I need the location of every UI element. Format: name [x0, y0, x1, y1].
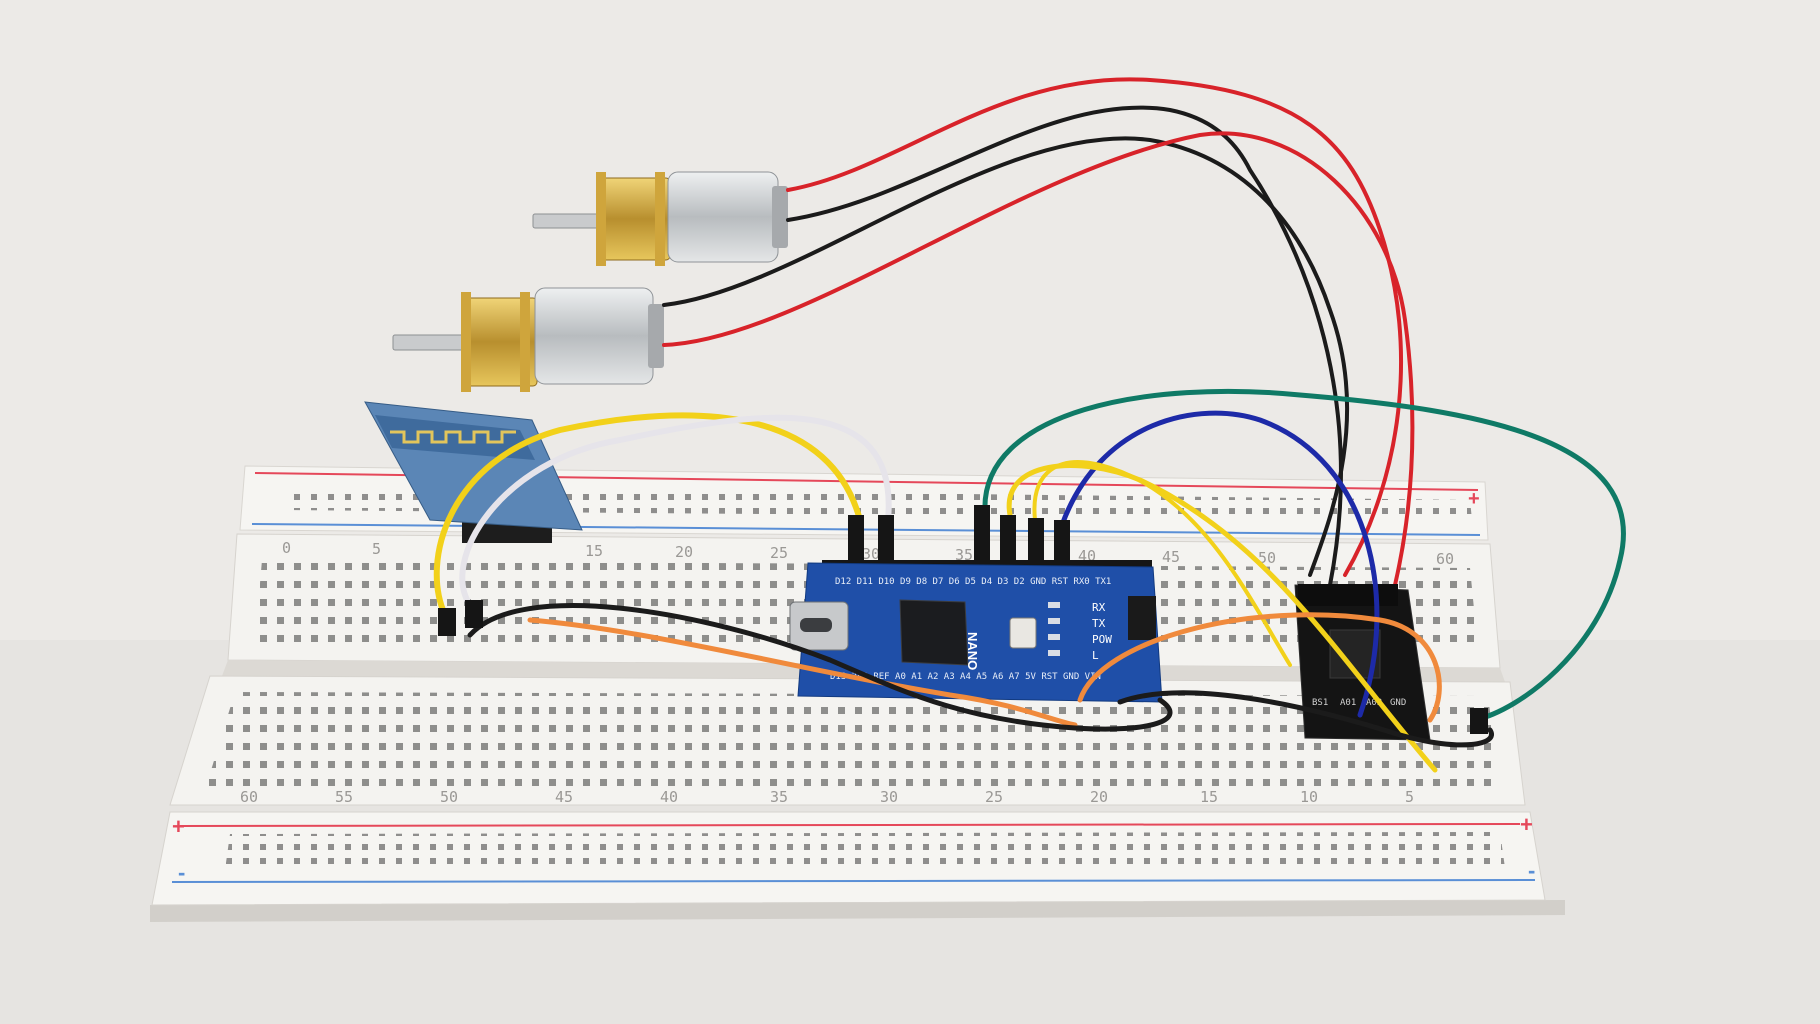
- icsp-header: [1128, 596, 1156, 640]
- red-wire: [662, 131, 1415, 587]
- lower-column-numbers: 60 55 50 45 40 35 30 25 20 15 10 5: [240, 788, 1414, 806]
- driver-pin-label: BS1: [1312, 698, 1328, 708]
- jumper-connector: [848, 515, 864, 560]
- col-num: 15: [1200, 788, 1218, 806]
- yellow-jumper: [1006, 463, 1438, 773]
- col-num: 30: [880, 788, 898, 806]
- upper-column-numbers: 0 5 15 20 25 30 35 40 45 50 60: [282, 539, 1454, 568]
- jumper-connector: [1470, 708, 1488, 734]
- rail-plus-symbol: +: [172, 814, 185, 839]
- col-num: 50: [440, 788, 458, 806]
- led: [1048, 618, 1060, 624]
- motor-can: [534, 287, 654, 385]
- col-num: 35: [770, 788, 788, 806]
- yellow-jumper: [433, 412, 863, 618]
- jumper-wires: [433, 388, 1626, 773]
- atmega-chip: [899, 599, 969, 666]
- blue-jumper: [1059, 410, 1380, 718]
- col-num: 0: [282, 539, 291, 557]
- jumper-connector: [1000, 515, 1016, 560]
- col-num: 10: [1300, 788, 1318, 806]
- reset-button: [1009, 617, 1037, 649]
- gearbox-plate: [520, 292, 530, 392]
- teal-jumper: [982, 388, 1626, 723]
- rail-holes-top: [283, 486, 1472, 520]
- led-label: L: [1092, 649, 1099, 662]
- col-num: 5: [1405, 788, 1414, 806]
- col-num: 30: [862, 545, 880, 563]
- led-label: RX: [1092, 601, 1106, 614]
- rail-minus-symbol: -: [178, 860, 185, 885]
- col-num: 60: [1436, 550, 1454, 568]
- col-num: 20: [1090, 788, 1108, 806]
- rail-line-blue-bottom: [171, 879, 1536, 883]
- motor-driver-module: BS1 A01 A02 GND: [1294, 584, 1431, 741]
- nano-board-name: NANO: [965, 632, 980, 670]
- jumper-connector: [878, 515, 894, 560]
- jumper-connector: [1028, 518, 1044, 560]
- motor-endcap: [648, 304, 664, 368]
- gearbox-plate: [596, 172, 606, 266]
- arduino-nano: D12 D11 D10 D9 D8 D7 D6 D5 D4 D3 D2 GND …: [789, 560, 1163, 703]
- rail-line-blue-top: [251, 523, 1481, 536]
- driver-pin-labels: BS1 A01 A02 GND: [1312, 698, 1406, 708]
- bt-antenna-area: [375, 415, 535, 460]
- bt-antenna-trace: [390, 430, 516, 444]
- col-num: 40: [660, 788, 678, 806]
- breadboard-shadow: [150, 900, 1565, 922]
- driver-pin-label: A02: [1366, 698, 1382, 708]
- status-leds: RX TX POW L: [1048, 601, 1112, 662]
- rail-holes-bottom: [225, 832, 1505, 870]
- black-jumper: [467, 603, 1173, 732]
- black-jumper: [1117, 690, 1494, 748]
- col-num: 45: [555, 788, 573, 806]
- black-wire: [662, 136, 1350, 577]
- rail-minus-symbol: -: [1528, 858, 1535, 883]
- driver-header: [1298, 584, 1398, 606]
- nano-bottom-pin-labels: D13 3V3 REF A0 A1 A2 A3 A4 A5 A6 A7 5V R…: [830, 672, 1101, 682]
- red-wire: [786, 77, 1404, 577]
- led-label: POW: [1092, 633, 1112, 646]
- motor-shaft: [532, 213, 604, 229]
- col-num: 25: [770, 544, 788, 562]
- gear-motor-upper: [532, 171, 788, 266]
- orange-jumper: [1077, 612, 1442, 723]
- col-num: 35: [955, 546, 973, 564]
- led: [1048, 634, 1060, 640]
- white-jumper: [459, 414, 892, 608]
- led-label: TX: [1092, 617, 1106, 630]
- jumper-connector: [438, 608, 456, 636]
- col-num: 25: [985, 788, 1003, 806]
- motor-wires: [662, 77, 1415, 587]
- gearbox-plate: [655, 172, 665, 266]
- bluetooth-module: [364, 401, 583, 543]
- jumper-connector: [1054, 520, 1070, 560]
- col-num: 45: [1162, 548, 1180, 566]
- led: [1048, 602, 1060, 608]
- lower-block-holes: [205, 692, 1500, 790]
- col-num: 15: [585, 542, 603, 560]
- black-wire: [786, 105, 1343, 587]
- motor-endcap: [772, 186, 788, 248]
- jumper-connector: [974, 505, 990, 560]
- led: [1048, 650, 1060, 656]
- rail-plus-symbol: +: [1468, 488, 1480, 510]
- motor-can: [667, 171, 779, 263]
- col-num: 20: [675, 543, 693, 561]
- nano-top-pin-labels: D12 D11 D10 D9 D8 D7 D6 D5 D4 D3 D2 GND …: [835, 577, 1111, 587]
- col-num: 5: [372, 540, 381, 558]
- gear-motor-lower: [392, 287, 664, 392]
- jumper-connector: [465, 600, 483, 628]
- driver-pin-label: GND: [1390, 698, 1406, 708]
- gearbox-plate: [461, 292, 471, 392]
- col-num: 60: [240, 788, 258, 806]
- driver-pin-label: A01: [1340, 698, 1356, 708]
- yellow-jumper: [1032, 460, 1292, 667]
- rail-plus-symbol: +: [1520, 812, 1533, 837]
- rail-line-red-bottom: [179, 823, 1521, 827]
- usb-c-slot: [800, 618, 832, 632]
- col-num: 55: [335, 788, 353, 806]
- col-num: 50: [1258, 549, 1276, 567]
